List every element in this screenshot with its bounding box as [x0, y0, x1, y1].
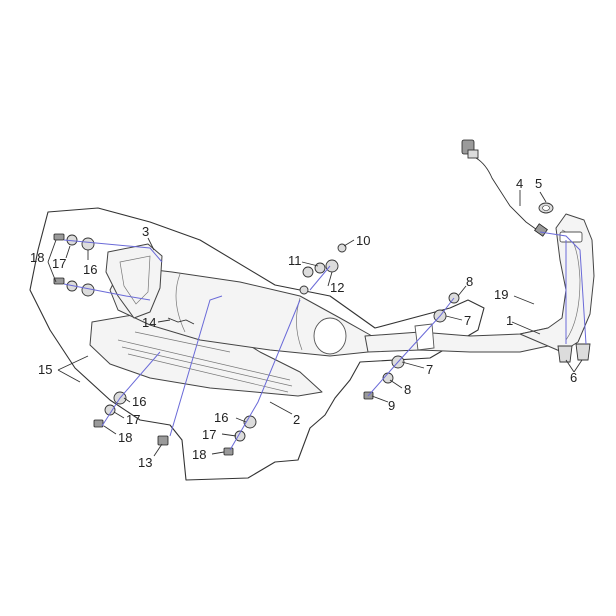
callout-11: 11: [288, 253, 302, 268]
heat-shield-ribs: [117, 331, 293, 393]
callout-13: 13: [138, 455, 152, 470]
grommet-12: [325, 259, 339, 273]
assembly-lines: [63, 231, 587, 451]
callout-1: 1: [506, 313, 513, 328]
o2-sensor-plug: [467, 149, 479, 159]
bolt-18-lower: [53, 277, 65, 285]
mid-pipe-clamp: [414, 323, 435, 351]
callout-15: 15: [38, 362, 52, 377]
muffler-bracket-inner: [119, 255, 151, 305]
muffler-body: [109, 265, 373, 357]
callout-leaders: [47, 190, 583, 457]
callout-17-center: 17: [202, 427, 216, 442]
stud-14: [167, 317, 195, 325]
callout-18-upper: 18: [30, 250, 44, 265]
grommet-16-lower: [81, 283, 95, 297]
header-flange: [559, 231, 583, 243]
gasket-right: [575, 343, 591, 361]
washer-11a: [302, 266, 314, 278]
grommet-16-upper: [81, 237, 95, 251]
callout-17-lower-left: 17: [126, 412, 140, 427]
callout-17-upper: 17: [52, 256, 66, 271]
callout-10: 10: [356, 233, 370, 248]
muffler-group-outline: [29, 207, 485, 481]
o2-sensor-wire: [475, 157, 541, 233]
callout-16-center: 16: [214, 410, 228, 425]
sensor-washer-hole: [542, 205, 550, 211]
o2-sensor-body: [534, 223, 548, 237]
mid-pipe: [364, 327, 549, 353]
muffler-end-cap: [313, 317, 347, 355]
callout-14: 14: [142, 315, 156, 330]
callout-4: 4: [516, 176, 523, 191]
callout-7-lower: 7: [426, 362, 433, 377]
callout-6: 6: [570, 370, 577, 385]
gasket-left: [557, 345, 573, 363]
callout-19: 19: [494, 287, 508, 302]
bolt-18-bottom-left: [93, 419, 104, 428]
washer-11b: [314, 262, 326, 274]
callout-8-lower: 8: [404, 382, 411, 397]
washer-17-bottom-left: [104, 404, 116, 416]
callout-7-upper: 7: [464, 313, 471, 328]
bolt-18-center: [223, 447, 234, 456]
callout-16-lower-left: 16: [132, 394, 146, 409]
callout-12: 12: [330, 280, 344, 295]
callout-16-upper: 16: [83, 262, 97, 277]
callout-3: 3: [142, 224, 149, 239]
callout-5: 5: [535, 176, 542, 191]
callout-18-lower-left: 18: [118, 430, 132, 445]
callout-18-center: 18: [192, 447, 206, 462]
callout-2: 2: [293, 412, 300, 427]
washer-12-lower: [299, 285, 309, 295]
callout-8-upper: 8: [466, 274, 473, 289]
nut-13: [157, 435, 169, 446]
bolt-18-upper: [53, 233, 65, 241]
callout-9: 9: [388, 398, 395, 413]
